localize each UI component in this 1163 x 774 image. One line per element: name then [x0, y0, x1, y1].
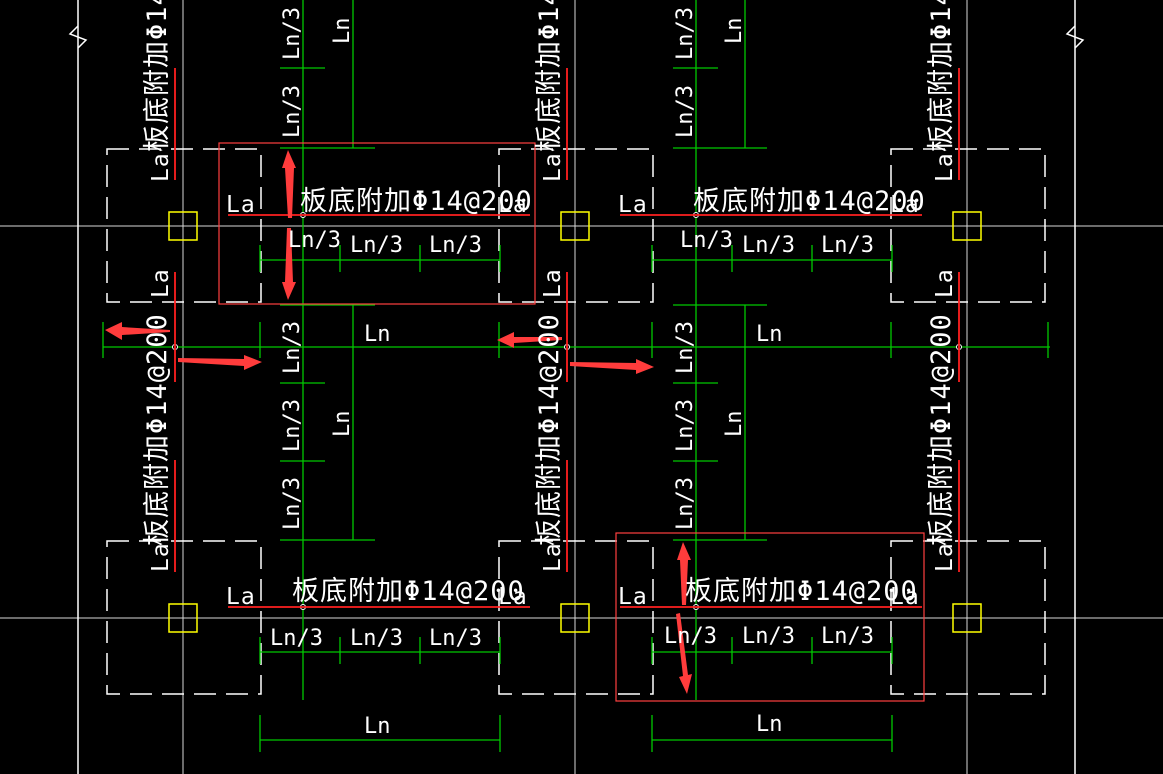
arrow-icon: [282, 228, 296, 300]
dimension-label: Ln: [756, 712, 783, 737]
dimension-label: Ln/3: [673, 85, 698, 138]
dimension-label: Ln/3: [742, 624, 795, 649]
beam-outlines: [106, 148, 1046, 695]
anchor-label: La: [932, 268, 958, 298]
highlight-boxes[interactable]: [218, 142, 925, 702]
dimension-label: Ln: [722, 411, 747, 438]
anchor-label: La: [540, 542, 566, 572]
column: [952, 211, 982, 241]
anchor-label: La: [498, 192, 528, 218]
dimension-lines: [102, 0, 1050, 752]
anchor-label: La: [932, 152, 958, 182]
column: [168, 603, 198, 633]
arrow-icon: [570, 359, 654, 374]
dimension-label: Ln/3: [280, 399, 305, 452]
anchor-label: La: [618, 584, 648, 610]
arrow-icon: [282, 150, 296, 218]
dimension-label: Ln/3: [673, 399, 698, 452]
dimension-label: Ln: [330, 18, 355, 45]
anchor-label: La: [932, 542, 958, 572]
highlight-box-bottom-right: [615, 532, 925, 702]
column: [560, 603, 590, 633]
rebar-lines: [174, 68, 960, 608]
anchor-label: La: [226, 192, 256, 218]
columns: [168, 211, 982, 633]
rebar-note: 板底附加Φ14@200: [142, 0, 173, 152]
rebar-note: 板底附加Φ14@200: [693, 186, 926, 217]
dimension-label: Ln: [364, 322, 391, 347]
arrow-icon: [497, 332, 562, 348]
highlight-box-top-left: [218, 142, 536, 305]
rebar-notes-horizontal: 板底附加Φ14@200 板底附加Φ14@200 板底附加Φ14@200 板底附加…: [292, 186, 926, 607]
dimension-label: Ln/3: [673, 321, 698, 374]
anchor-label: La: [540, 268, 566, 298]
arrow-icon: [676, 613, 692, 694]
dimension-label: Ln: [756, 322, 783, 347]
arrow-icon: [677, 542, 691, 605]
dimension-label: Ln: [330, 411, 355, 438]
column: [168, 211, 198, 241]
anchor-labels: La La La La La La La La La La La La La L…: [148, 152, 958, 610]
rebar-notes-vertical: 板底附加Φ14@200 板底附加Φ14@200 板底附加Φ14@200 板底附加…: [142, 0, 957, 546]
dimension-label: Ln/3: [270, 626, 323, 651]
dimension-label: Ln/3: [280, 7, 305, 60]
anchor-label: La: [148, 152, 174, 182]
dimension-label: Ln/3: [429, 626, 482, 651]
anchor-label: La: [226, 584, 256, 610]
dimension-label: Ln/3: [673, 7, 698, 60]
dimension-label: Ln/3: [280, 85, 305, 138]
dimension-label: Ln/3: [288, 228, 341, 253]
dimension-label: Ln/3: [742, 233, 795, 258]
rebar-note: 板底附加Φ14@200: [926, 313, 957, 546]
dimension-label: Ln/3: [821, 233, 874, 258]
column: [560, 211, 590, 241]
anchor-label: La: [618, 192, 648, 218]
rebar-note: 板底附加Φ14@200: [926, 0, 957, 152]
dimension-label: Ln/3: [350, 233, 403, 258]
dimension-label: Ln/3: [280, 477, 305, 530]
rebar-note: 板底附加Φ14@200: [292, 576, 525, 607]
rebar-note: 板底附加Φ14@200: [300, 186, 533, 217]
slab-edge-lines: [68, 0, 1085, 774]
anchor-label: La: [498, 584, 528, 610]
dimension-label: Ln/3: [673, 477, 698, 530]
column: [952, 603, 982, 633]
anchor-label: La: [148, 268, 174, 298]
rebar-note: 板底附加Φ14@200: [142, 313, 173, 546]
third-span-labels: Ln/3 Ln/3 Ln/3 Ln/3 Ln/3 Ln/3 Ln/3 Ln/3 …: [270, 7, 874, 651]
rebar-note: 板底附加Φ14@200: [685, 576, 918, 607]
anchor-label: La: [890, 584, 920, 610]
span-labels: Ln Ln Ln Ln Ln Ln Ln Ln: [330, 18, 783, 740]
arrow-icon: [105, 322, 170, 340]
anchor-label: La: [540, 152, 566, 182]
arrow-icon: [178, 355, 262, 370]
rebar-note: 板底附加Φ14@200: [534, 0, 565, 152]
annotation-arrows[interactable]: [105, 150, 692, 694]
dimension-label: Ln: [722, 18, 747, 45]
anchor-label: La: [148, 542, 174, 572]
dimension-label: Ln/3: [680, 228, 733, 253]
dimension-label: Ln/3: [280, 321, 305, 374]
dimension-label: Ln/3: [664, 624, 717, 649]
dimension-label: Ln/3: [350, 626, 403, 651]
rebar-note: 板底附加Φ14@200: [534, 313, 565, 546]
dimension-label: Ln/3: [821, 624, 874, 649]
dimension-label: Ln: [364, 714, 391, 739]
dimension-label: Ln/3: [429, 233, 482, 258]
anchor-label: La: [890, 192, 920, 218]
